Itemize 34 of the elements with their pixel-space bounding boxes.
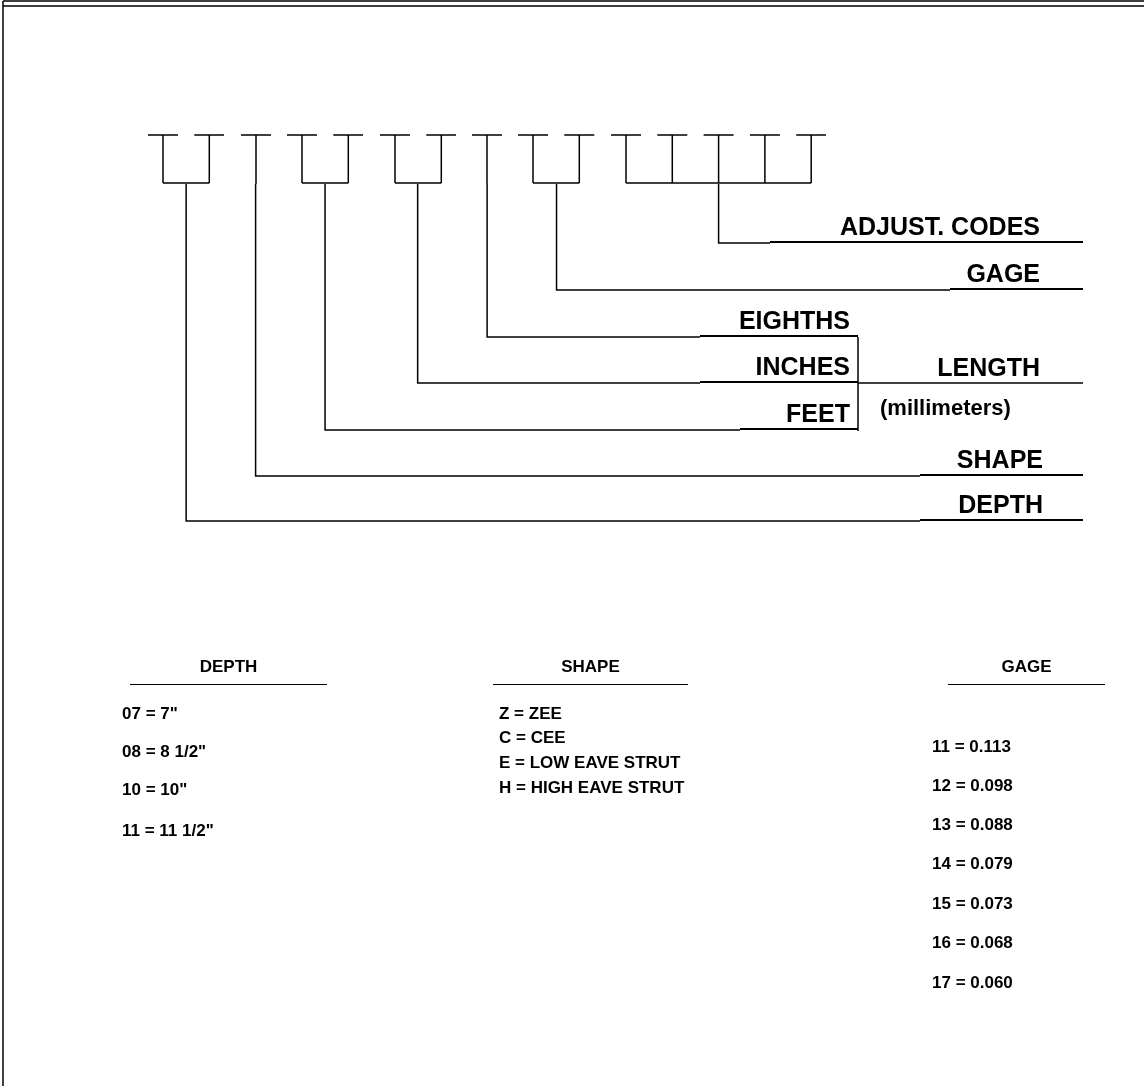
- code-entry: 16 = 0.068: [932, 933, 1013, 953]
- field-name-label: SHAPE: [920, 444, 1083, 476]
- code-entry: 11 = 0.113: [932, 737, 1011, 757]
- code-entry: 17 = 0.060: [932, 973, 1013, 993]
- table-heading: DEPTH: [130, 656, 327, 685]
- code-entry: H = HIGH EAVE STRUT: [499, 778, 685, 798]
- code-entry: 12 = 0.098: [932, 776, 1013, 796]
- code-entry: 11 = 11 1/2": [122, 821, 214, 841]
- code-entry: C = CEE: [499, 728, 566, 748]
- field-name-label: FEET: [740, 398, 858, 430]
- code-entry: 14 = 0.079: [932, 854, 1013, 874]
- field-name-label: DEPTH: [920, 489, 1083, 521]
- code-entry: 13 = 0.088: [932, 815, 1013, 835]
- field-name-label: GAGE: [950, 258, 1083, 290]
- group-label: LENGTH: [936, 352, 1040, 382]
- code-entry: Z = ZEE: [499, 704, 562, 724]
- field-name-label: INCHES: [700, 351, 858, 383]
- code-entry: E = LOW EAVE STRUT: [499, 753, 681, 773]
- leader-line: [486, 183, 701, 338]
- leader-line: [416, 183, 701, 384]
- field-name-label: ADJUST. CODES: [770, 211, 1083, 243]
- code-entry: 15 = 0.073: [932, 894, 1013, 914]
- table-heading: GAGE: [948, 656, 1105, 685]
- code-entry: 07 = 7": [122, 704, 178, 724]
- leader-line: [254, 183, 921, 477]
- leader-line: [717, 183, 771, 244]
- code-entry: 08 = 8 1/2": [122, 742, 207, 762]
- table-heading: SHAPE: [493, 656, 688, 685]
- leader-line: [555, 183, 951, 291]
- leader-line: [324, 183, 741, 431]
- unit-note: (millimeters): [880, 394, 1011, 422]
- field-name-label: EIGHTHS: [700, 305, 858, 337]
- leader-line: [185, 183, 921, 522]
- code-entry: 10 = 10": [122, 780, 188, 800]
